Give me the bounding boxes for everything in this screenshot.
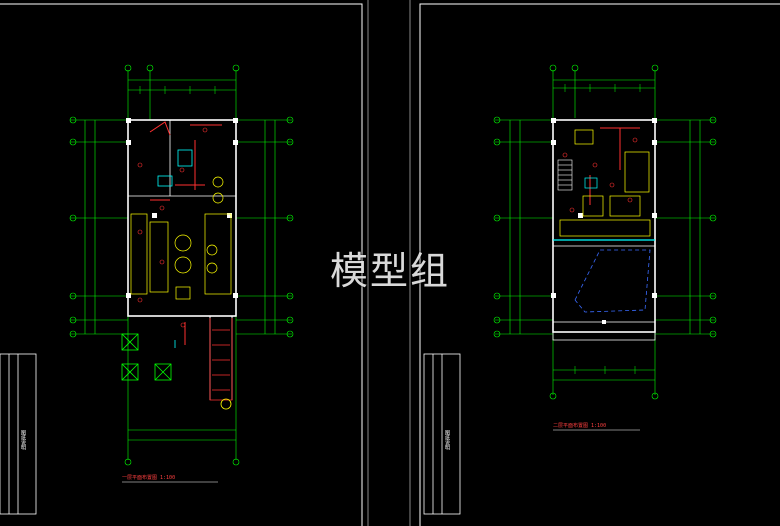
cyan-details-left: [157, 149, 193, 348]
grid-bubbles-left: [69, 64, 294, 466]
watermark-text: 模型组: [330, 249, 451, 293]
open-area-right: [574, 249, 651, 313]
caption-underlines: [122, 429, 640, 483]
stair-right: [557, 159, 573, 191]
red-partitions-left: [149, 121, 222, 345]
title-block-stamp-left: 图纸说明: [20, 430, 26, 450]
dimension-ticks: [139, 84, 641, 374]
grid-bubbles-right: [493, 64, 717, 400]
trees-left: [121, 333, 232, 410]
title-block-stamp-right: 图纸说明: [444, 430, 450, 450]
sheet-frame-right: [409, 0, 780, 526]
columns-left: [126, 118, 238, 298]
plan-caption-left: 一层平面布置图 1:100: [122, 474, 175, 481]
red-partitions-right: [589, 127, 640, 205]
walls-left: [127, 119, 237, 400]
plan-scale-right: 1:100: [591, 423, 607, 429]
plan-scale-left: 1:100: [160, 475, 176, 481]
title-block-left: [0, 353, 37, 515]
outdoor-left: [209, 318, 233, 401]
floor-edge-right: [552, 322, 656, 341]
furniture-right: [559, 129, 651, 237]
plan-title-left: 一层平面布置图: [122, 475, 158, 481]
columns-right: [551, 118, 657, 324]
annotation-markers: [137, 127, 638, 328]
sheet-frame-left: [0, 0, 369, 526]
plan-caption-right: 二层平面布置图 1:100: [553, 422, 606, 429]
title-block-right: [423, 353, 461, 515]
grid-lines-left: [70, 70, 292, 460]
grid-lines-right: [495, 70, 715, 395]
plan-title-right: 二层平面布置图: [553, 423, 589, 429]
furniture-left: [130, 176, 232, 300]
